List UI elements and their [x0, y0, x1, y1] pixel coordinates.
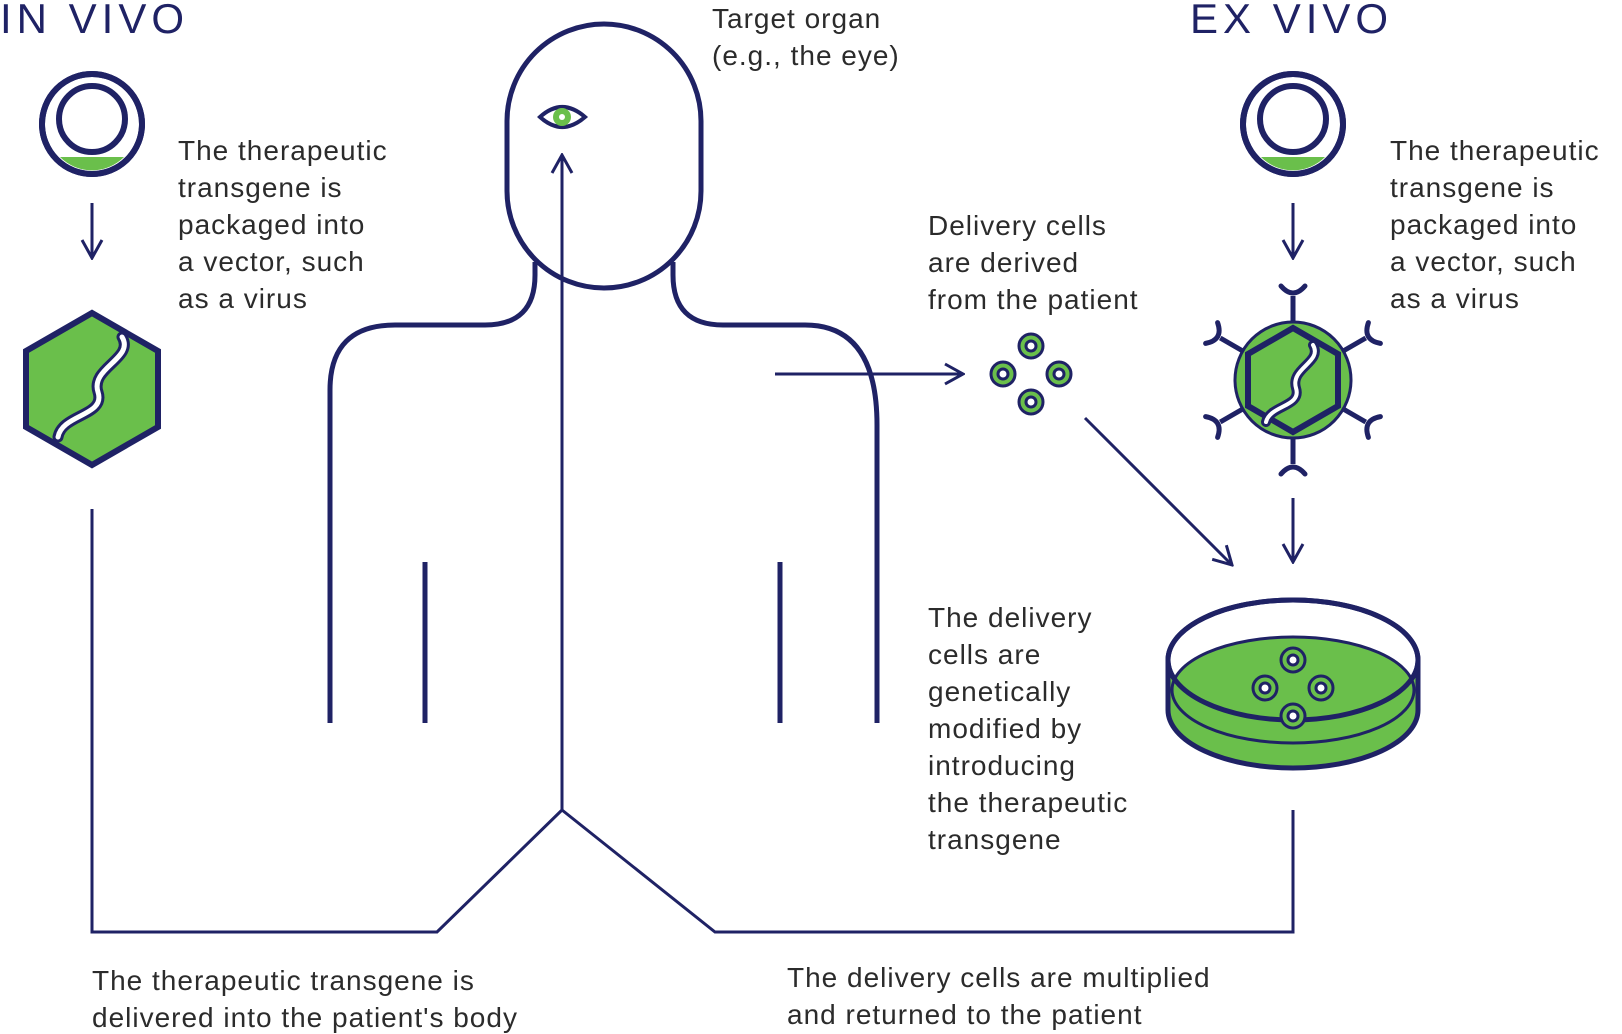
ex-vivo-package-text: The therapeutic transgene is packaged in…	[1390, 135, 1608, 314]
virus-hexagon-icon	[23, 309, 161, 469]
vector-ring-icon	[39, 71, 145, 177]
cell-icon	[1017, 332, 1045, 360]
receptor-spike	[1278, 438, 1308, 477]
receptor-spike	[1341, 320, 1383, 354]
ex-vivo-return-text: The delivery cells are multiplied and re…	[787, 962, 1219, 1030]
receptor-spike	[1203, 320, 1245, 354]
in-vivo-package-text: The therapeutic transgene is packaged in…	[178, 135, 396, 314]
delivery-cells-icon	[1251, 646, 1335, 730]
ex-vivo-derive-text: Delivery cells are derived from the pati…	[928, 210, 1139, 315]
in-vivo-heading: IN VIVO	[0, 0, 189, 42]
petri-dish-icon	[1165, 597, 1421, 771]
cell-icon	[1251, 674, 1279, 702]
virus-with-receptors-icon	[1203, 283, 1383, 477]
cell-icon	[1307, 674, 1335, 702]
eye-icon	[537, 105, 589, 129]
target-organ-label: Target organ (e.g., the eye)	[712, 3, 900, 71]
in-vivo-deliver-text: The therapeutic transgene is delivered i…	[92, 965, 518, 1033]
vector-ring-icon	[1240, 71, 1346, 177]
receptor-spike	[1341, 406, 1383, 440]
human-silhouette-icon	[327, 21, 880, 723]
receptor-spike	[1203, 406, 1245, 440]
ex-vivo-modify-text: The delivery cells are genetically modif…	[928, 602, 1137, 855]
cell-icon	[1017, 388, 1045, 416]
cell-icon	[1279, 702, 1307, 730]
cell-icon	[1045, 360, 1073, 388]
ex-vivo-heading: EX VIVO	[1190, 0, 1393, 42]
delivery-cells-icon	[989, 332, 1073, 416]
ex-vivo-return-line	[561, 808, 1295, 934]
cells-to-dish-arrow	[1083, 416, 1232, 565]
cell-icon	[1279, 646, 1307, 674]
receptor-spike	[1278, 283, 1308, 322]
cell-icon	[989, 360, 1017, 388]
in-vivo-pathway-line	[90, 509, 564, 934]
